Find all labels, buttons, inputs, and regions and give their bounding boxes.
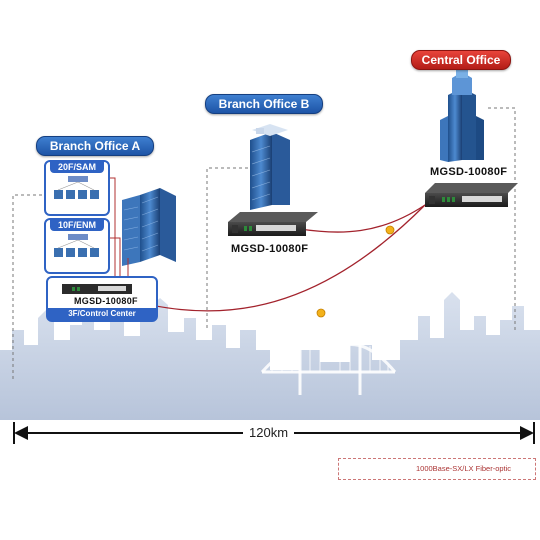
legend-fiber-label: 1000Base-SX/LX Fiber-optic bbox=[416, 464, 512, 473]
central-office-label: Central Office bbox=[411, 50, 511, 70]
branch-a-label: Branch Office A bbox=[36, 136, 154, 156]
legend-box bbox=[338, 458, 536, 480]
branch-a-building bbox=[122, 188, 176, 266]
fiber-link-b-central bbox=[299, 204, 426, 233]
switch-b-model-label: MGSD-10080F bbox=[231, 243, 309, 255]
central-office-building bbox=[440, 52, 484, 162]
switch-a-model-label: MGSD-10080F bbox=[74, 296, 138, 306]
leader-lines bbox=[12, 107, 516, 380]
city-skyline bbox=[0, 292, 540, 420]
distance-label: 120km bbox=[243, 425, 295, 440]
floor-10-label: 10F/ENM bbox=[49, 219, 105, 231]
switch-branch-b bbox=[228, 212, 318, 236]
workstation-icons bbox=[54, 234, 99, 257]
floor-10-panel: 10F/ENM bbox=[44, 218, 110, 274]
control-center-label: 3F/Control Center bbox=[48, 308, 156, 320]
switch-central-model-label: MGSD-10080F bbox=[430, 166, 508, 178]
workstation-icons bbox=[54, 176, 99, 199]
floor-20-panel: 20F/SAM bbox=[44, 160, 110, 216]
fiber-node bbox=[385, 225, 395, 235]
fiber-node bbox=[316, 308, 326, 318]
branch-b-building bbox=[250, 124, 290, 210]
switch-branch-a bbox=[62, 284, 132, 294]
switch-central bbox=[425, 183, 518, 207]
branch-b-label: Branch Office B bbox=[205, 94, 323, 114]
control-center-panel: MGSD-10080F 3F/Control Center bbox=[46, 276, 158, 322]
floor-20-label: 20F/SAM bbox=[49, 161, 105, 173]
